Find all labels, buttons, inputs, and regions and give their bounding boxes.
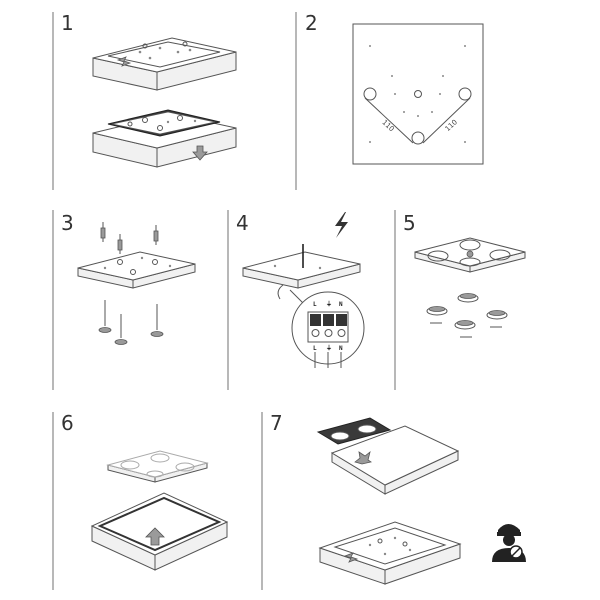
terminal-top-earth: ⏚: [326, 301, 332, 308]
terminal-top-n: N: [339, 301, 343, 308]
step-4-illustration: L ⏚ N L ⏚ N: [242, 212, 365, 368]
step-5-illustration: [414, 237, 526, 338]
terminal-bottom-earth: ⏚: [326, 345, 332, 352]
step-1-illustration: [92, 37, 237, 168]
wall-anchor-icon: [100, 222, 159, 254]
arrow-down-icon: [192, 145, 208, 161]
step-7-illustration: [316, 417, 526, 585]
terminal-bottom-n: N: [339, 345, 343, 352]
step-number-5: 5: [403, 211, 416, 235]
step-3-illustration: [77, 222, 196, 345]
arrow-icon: [354, 450, 373, 465]
lightning-bolt-icon: [335, 212, 348, 238]
screw-icon: [98, 300, 164, 345]
arrow-icon: [116, 56, 132, 67]
led-module-icon: [426, 293, 508, 338]
step-number-4: 4: [236, 211, 249, 235]
terminal-top-l: L: [313, 301, 317, 308]
electrician-prohibited-icon: [492, 524, 526, 562]
terminal-bottom-l: L: [313, 345, 317, 352]
step-number-3: 3: [61, 211, 74, 235]
step-6-illustration: [90, 450, 229, 571]
step-number-1: 1: [61, 11, 74, 35]
step-2-illustration: 110 110: [352, 23, 484, 165]
mounting-template: [352, 23, 484, 165]
step-number-6: 6: [61, 411, 74, 435]
step-number-2: 2: [305, 11, 318, 35]
step-number-7: 7: [270, 411, 283, 435]
arrow-up-icon: [145, 527, 165, 546]
